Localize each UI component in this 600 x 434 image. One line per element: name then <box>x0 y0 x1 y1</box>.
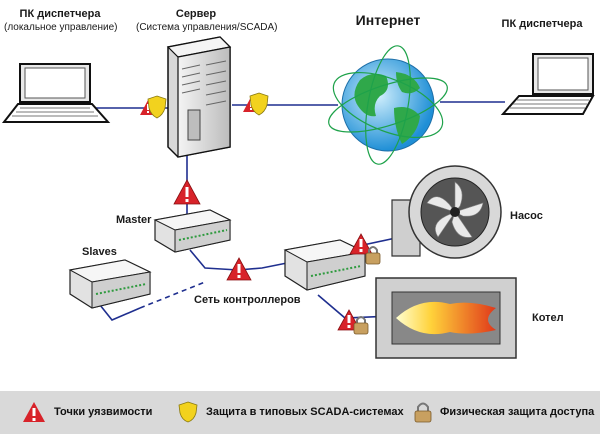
field-controller-icon <box>283 239 367 291</box>
link-slave-dashed <box>139 281 206 309</box>
laptop-local-icon <box>1 63 111 123</box>
vulnerability-marker-controller-net <box>226 257 252 281</box>
label-slaves: Slaves <box>82 246 117 258</box>
shield-icon-local-pc <box>147 95 167 119</box>
boiler-icon <box>375 277 517 359</box>
legend: Точки уязвимости Защита в типовых SCADA-… <box>0 391 600 434</box>
label-boiler: Котел <box>532 312 564 324</box>
vulnerability-marker-pump <box>349 233 373 255</box>
label-operator-pc-local: ПК диспетчера (локальное управление) <box>4 8 118 34</box>
label-server: Сервер (Система управления/SCADA) <box>136 8 278 34</box>
legend-item-physical-protection: Физическая защита доступа <box>414 401 594 423</box>
legend-label-physical-protection: Физическая защита доступа <box>440 406 595 418</box>
label-operator-pc-remote: ПК диспетчера <box>501 18 583 30</box>
legend-item-scada-protection: Защита в типовых SCADA-системах <box>178 401 404 423</box>
shield-icon-internet <box>249 92 269 116</box>
label-controller-network: Сеть контроллеров <box>194 294 301 306</box>
lock-icon <box>414 402 432 423</box>
label-pump: Насос <box>510 210 543 222</box>
legend-item-vulnerability: Точки уязвимости <box>22 401 152 423</box>
globe-icon <box>328 45 448 165</box>
legend-label-scada-protection: Защита в типовых SCADA-системах <box>206 406 404 418</box>
label-server-title: Сервер <box>175 8 217 20</box>
pump-icon <box>391 165 502 259</box>
laptop-remote-icon <box>500 53 595 115</box>
label-internet: Интернет <box>355 12 421 28</box>
label-master: Master <box>116 214 152 226</box>
slave-controller-icon <box>68 259 152 309</box>
server-icon <box>166 36 232 158</box>
vulnerability-marker-server-master <box>173 179 201 205</box>
label-operator-pc-local-sub: (локальное управление) <box>4 22 118 33</box>
shield-icon <box>178 401 198 423</box>
link-slave-net <box>99 304 141 321</box>
label-server-sub: (Система управления/SCADA) <box>136 22 278 33</box>
lock-icon-pump <box>365 246 381 265</box>
lock-icon-boiler <box>353 316 369 335</box>
network-diagram <box>1 36 595 359</box>
label-operator-pc-local-title: ПК диспетчера <box>19 8 101 20</box>
legend-label-vulnerability: Точки уязвимости <box>54 406 153 418</box>
warning-icon <box>23 402 45 422</box>
master-controller-icon <box>153 209 232 253</box>
